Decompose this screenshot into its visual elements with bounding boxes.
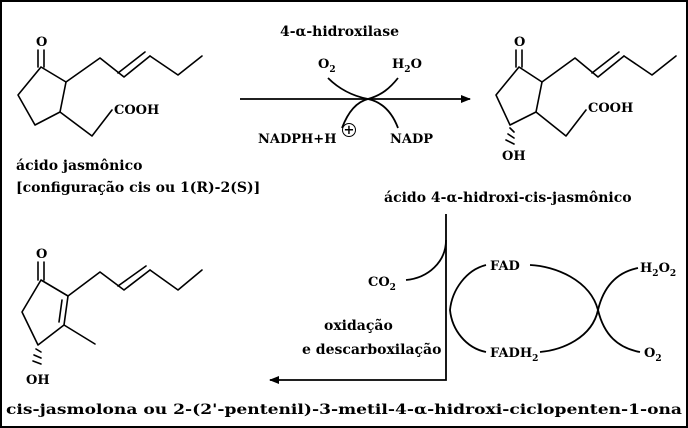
hydroxy-jasmonic-acid-structure: O COOH OH: [495, 35, 677, 164]
jasmolone-oxygen-label: O: [36, 247, 47, 262]
fadh2-label: FADH2: [490, 346, 538, 364]
nadp-output-curve: [367, 98, 399, 129]
o2-branch-curve: [597, 309, 641, 353]
jasmolone-name: cis-jasmolona ou 2-(2'-pentenil)-3-metil…: [6, 402, 682, 418]
co2-label: CO2: [368, 275, 396, 293]
jasmonic-acid-cooh-label: COOH: [114, 103, 159, 118]
reagent-nadp-label: NADP: [390, 132, 433, 147]
jasmonic-acid-structure: O COOH: [17, 35, 203, 137]
fad-to-crossing-curve: [529, 264, 599, 311]
jasmolone-oh-label: OH: [26, 373, 50, 388]
jasmonic-acid-name: ácido jasmônico: [16, 158, 142, 174]
jasmonic-acid-oxygen-label: O: [36, 35, 47, 50]
reagent-o2-label: O2: [318, 57, 336, 75]
jasmolone-structure: O OH: [21, 247, 203, 388]
co2-release-curve: [405, 239, 447, 281]
crossing-to-fadh2-curve: [539, 309, 599, 353]
reagent-h2o-label: H2O: [392, 57, 422, 75]
h2o2-branch-curve: [597, 267, 639, 311]
oxidation-label-line2: e descarboxilação: [302, 341, 441, 358]
h2o-output-curve: [367, 77, 399, 100]
fad-label: FAD: [490, 259, 520, 274]
hydroxy-jasmonic-acid-name: ácido 4-α-hidroxi-cis-jasmônico: [384, 190, 632, 206]
positive-charge-circle: [342, 123, 356, 137]
reagent-nadph-label: NADPH+H: [258, 132, 336, 147]
hydroxy-jasmonic-oxygen-label: O: [514, 35, 525, 50]
o2-input-curve: [327, 77, 369, 100]
enzyme-label: 4-α-hidroxilase: [280, 24, 399, 40]
h2o2-label: H2O2: [640, 261, 676, 279]
nadph-input-curve: [341, 98, 369, 129]
oxidation-label-line1: oxidação: [324, 317, 393, 334]
decarboxylation-reaction-arrow: [269, 214, 447, 384]
hydroxy-jasmonic-oh-label: OH: [502, 149, 526, 164]
fad-cycle-left-arc: [449, 264, 487, 353]
positive-charge-sign: +: [344, 123, 355, 138]
o2-second-label: O2: [644, 346, 662, 364]
hydroxy-jasmonic-cooh-label: COOH: [588, 101, 633, 116]
jasmonic-acid-configuration: [configuração cis ou 1(R)-2(S)]: [16, 179, 260, 196]
